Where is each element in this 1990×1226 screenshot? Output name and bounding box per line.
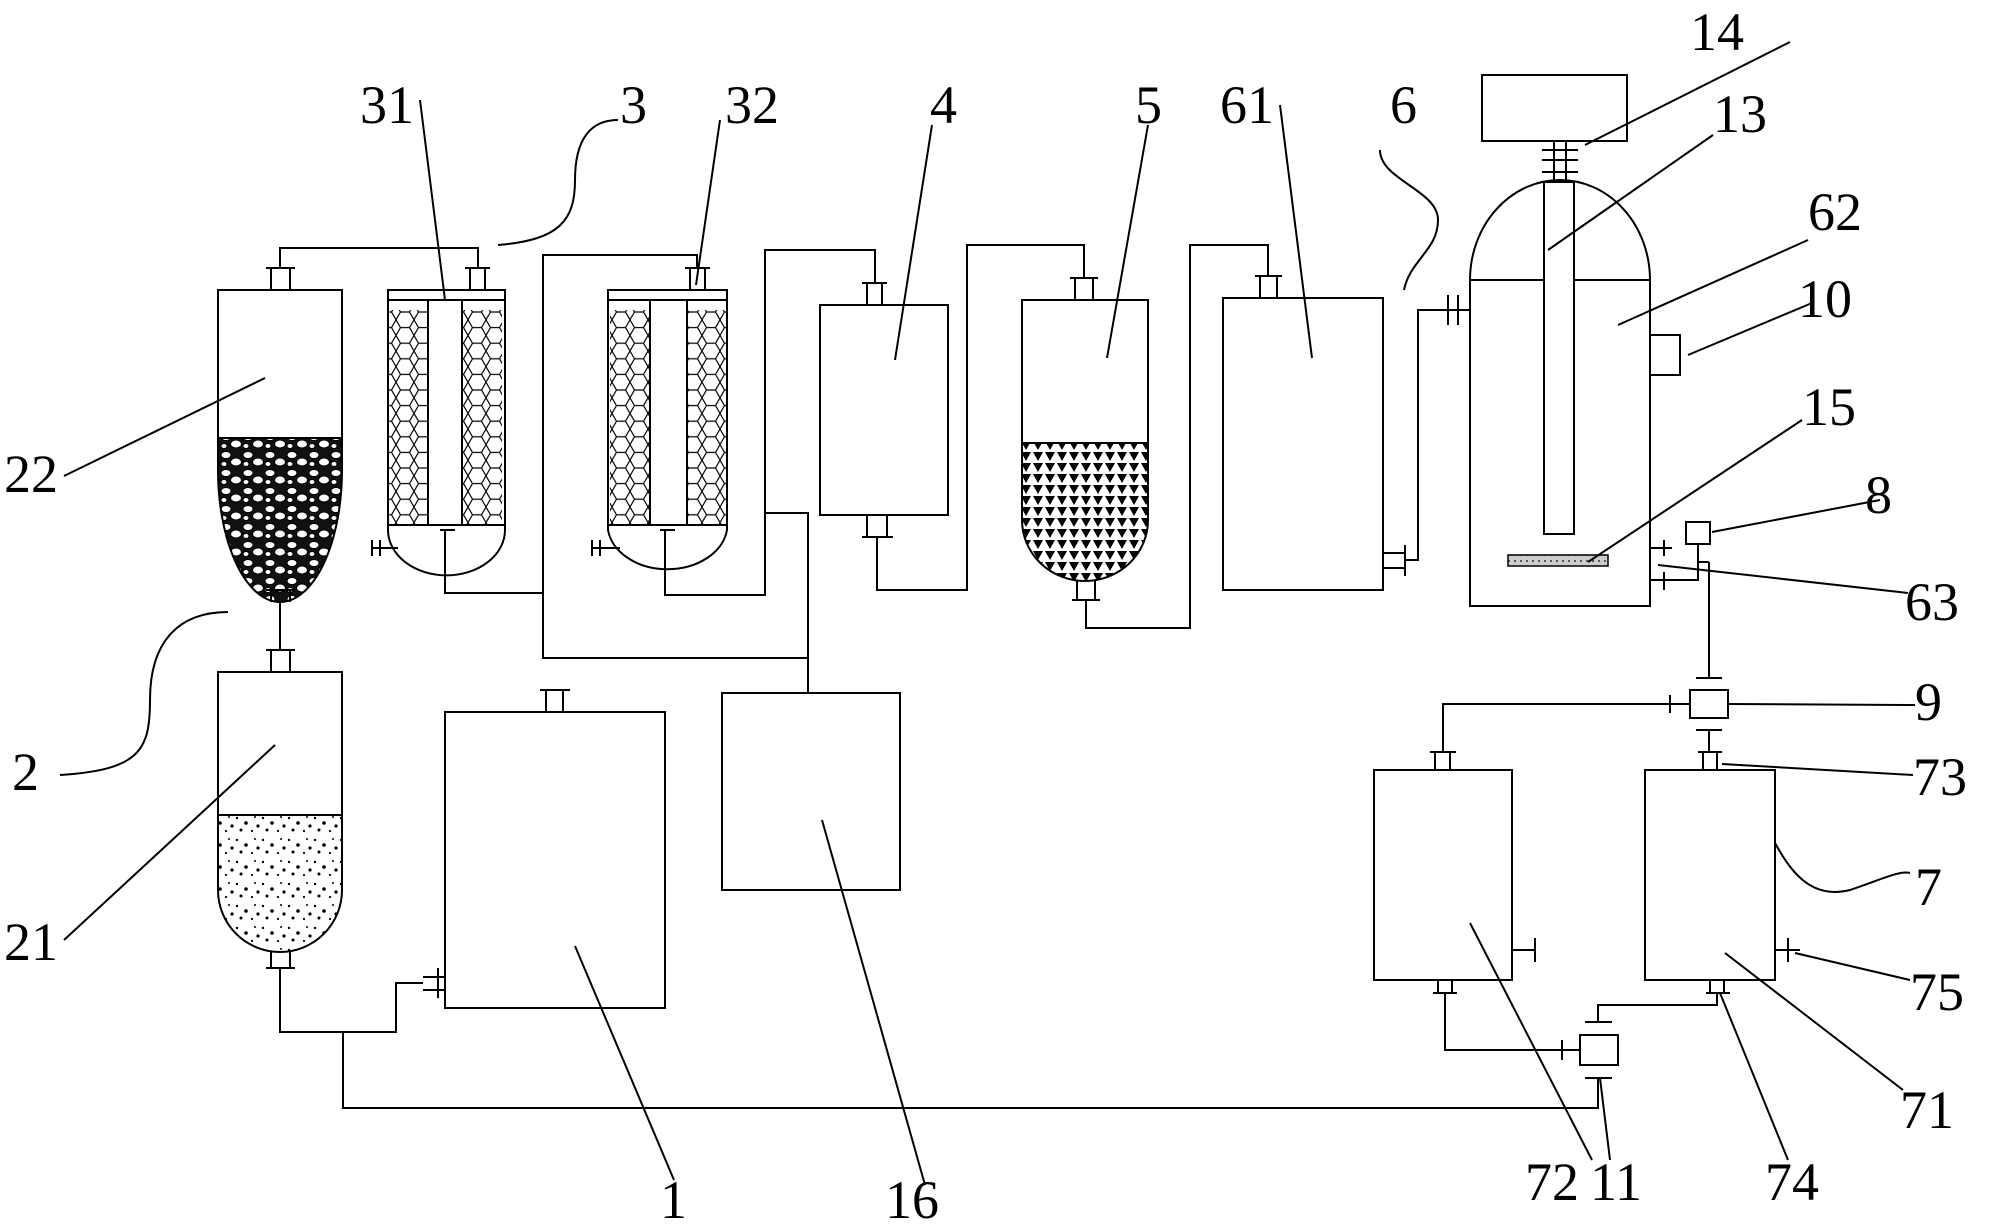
leader-lines <box>59 41 1916 1186</box>
label-7: 7 <box>1915 857 1942 917</box>
label-16: 16 <box>885 1170 939 1226</box>
vessel-21 <box>217 649 343 969</box>
tank-1 <box>423 689 666 1009</box>
tank-72 <box>1373 751 1536 994</box>
label-31: 31 <box>360 75 414 135</box>
label-13: 13 <box>1713 84 1767 144</box>
vessel-5 <box>1021 277 1149 601</box>
tank-4 <box>819 282 949 538</box>
motor-14 <box>1481 74 1628 142</box>
tank-16 <box>721 692 901 891</box>
label-62: 62 <box>1808 182 1862 242</box>
label-71: 71 <box>1900 1080 1954 1140</box>
label-10: 10 <box>1798 269 1852 329</box>
label-32: 32 <box>725 75 779 135</box>
label-9: 9 <box>1915 672 1942 732</box>
stirrer-13 <box>1543 181 1575 535</box>
column-31 <box>371 267 506 577</box>
label-8: 8 <box>1865 465 1892 525</box>
label-21: 21 <box>4 912 58 972</box>
label-1: 1 <box>660 1170 687 1226</box>
label-3: 3 <box>620 75 647 135</box>
label-73: 73 <box>1913 747 1967 807</box>
valve-11 <box>1561 1021 1619 1079</box>
label-75: 75 <box>1910 962 1964 1022</box>
heater-15 <box>1507 554 1609 567</box>
label-4: 4 <box>930 75 957 135</box>
label-6: 6 <box>1390 75 1417 135</box>
reactor-62 <box>1447 159 1681 607</box>
label-2: 2 <box>12 742 39 802</box>
label-11: 11 <box>1590 1152 1642 1212</box>
label-14: 14 <box>1690 2 1744 62</box>
label-63: 63 <box>1905 572 1959 632</box>
sensor-8 <box>1685 521 1711 545</box>
reference-labels: 22 21 2 31 3 32 4 5 61 6 14 13 62 10 15 … <box>4 2 1967 1226</box>
tank-71 <box>1644 751 1800 994</box>
label-74: 74 <box>1765 1152 1819 1212</box>
label-15: 15 <box>1802 377 1856 437</box>
label-22: 22 <box>4 444 58 504</box>
label-72: 72 <box>1525 1152 1579 1212</box>
label-61: 61 <box>1220 75 1274 135</box>
label-5: 5 <box>1135 75 1162 135</box>
valve-9 <box>1669 677 1729 731</box>
sensor-10 <box>1649 334 1681 376</box>
column-32 <box>591 267 728 571</box>
piping <box>279 244 1718 1109</box>
tank-61 <box>1222 275 1406 591</box>
vessel-22 <box>217 267 343 603</box>
